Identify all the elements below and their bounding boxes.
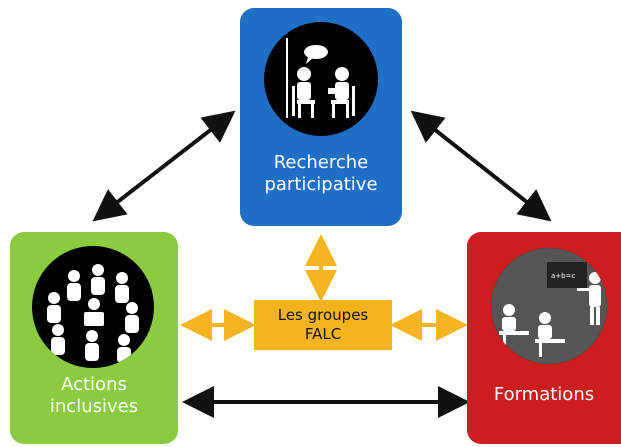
teacher-classroom-icon: a+b=c: [491, 248, 607, 364]
research-label-line1: Recherche: [273, 152, 369, 173]
falc-groups-label-line1: Les groupes: [277, 306, 369, 324]
actions-label: Actions inclusives: [10, 374, 178, 418]
actions-label-line1: Actions: [61, 374, 127, 395]
actions-box: Actions inclusives: [10, 232, 178, 444]
research-label-line2: participative: [264, 174, 378, 195]
falc-groups-box: Les groupes FALC: [254, 300, 392, 350]
research-label: Recherche participative: [240, 152, 402, 196]
two-people-talking-icon: [264, 22, 378, 136]
trainings-label: Formations: [467, 384, 621, 406]
group-circle-icon: [32, 246, 154, 368]
falc-groups-label: Les groupes FALC: [254, 306, 392, 344]
falc-groups-label-line2: FALC: [304, 325, 342, 343]
arrow-research-actions: [92, 110, 236, 222]
actions-label-line2: inclusives: [49, 396, 139, 417]
research-box: Recherche participative: [240, 8, 402, 226]
svg-text:a+b=c: a+b=c: [551, 272, 575, 280]
trainings-label-line1: Formations: [493, 384, 595, 405]
trainings-box: a+b=c Formations: [467, 232, 621, 444]
arrow-research-trainings: [410, 110, 552, 222]
